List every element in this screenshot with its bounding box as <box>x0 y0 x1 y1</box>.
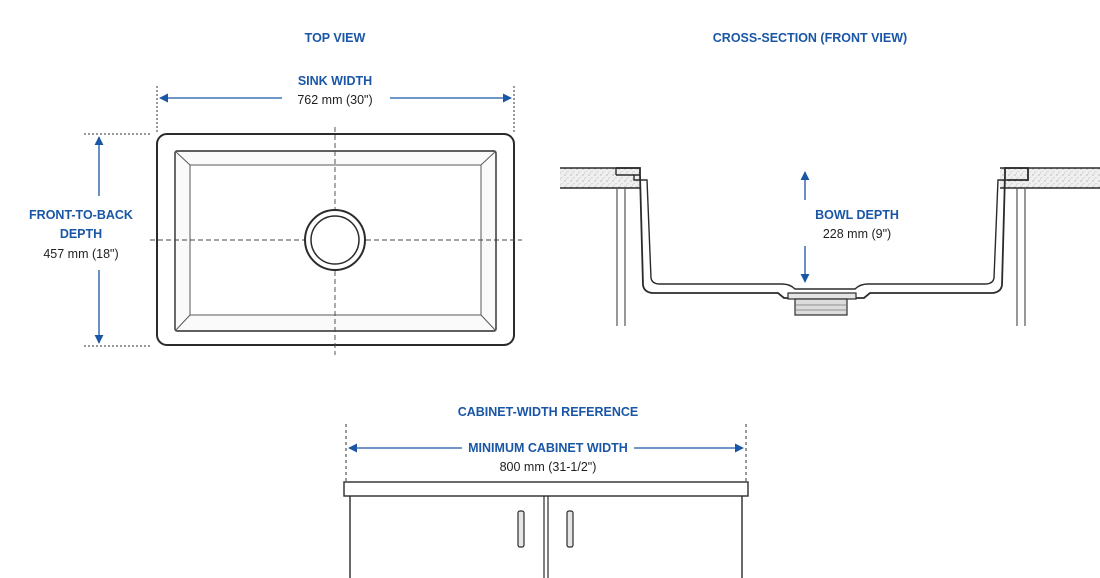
left-door-handle <box>517 510 525 548</box>
sink-width-dimension <box>156 86 515 132</box>
top-view-title: TOP VIEW <box>305 31 366 45</box>
depth-label-line2: DEPTH <box>60 227 102 241</box>
bowl-depth-value: 228 mm (9") <box>823 227 891 241</box>
sink-width-label: SINK WIDTH <box>298 74 372 88</box>
sink-cross-section <box>560 167 1100 326</box>
cabinet-drawing <box>343 481 749 578</box>
depth-value: 457 mm (18") <box>43 247 118 261</box>
cabinet-title: CABINET-WIDTH REFERENCE <box>458 405 639 419</box>
cabinet-width-dimension <box>345 424 747 482</box>
cabinet-width-label: MINIMUM CABINET WIDTH <box>468 441 628 455</box>
cabinet-width-value: 800 mm (31-1/2") <box>500 460 597 474</box>
sink-width-value: 762 mm (30") <box>297 93 372 107</box>
cross-section-title: CROSS-SECTION (FRONT VIEW) <box>713 31 907 45</box>
bowl-depth-label: BOWL DEPTH <box>815 208 899 222</box>
right-door-handle <box>566 510 574 548</box>
front-to-back-dimension <box>84 133 152 347</box>
sink-top-view <box>150 127 522 355</box>
depth-label-line1: FRONT-TO-BACK <box>29 208 133 222</box>
